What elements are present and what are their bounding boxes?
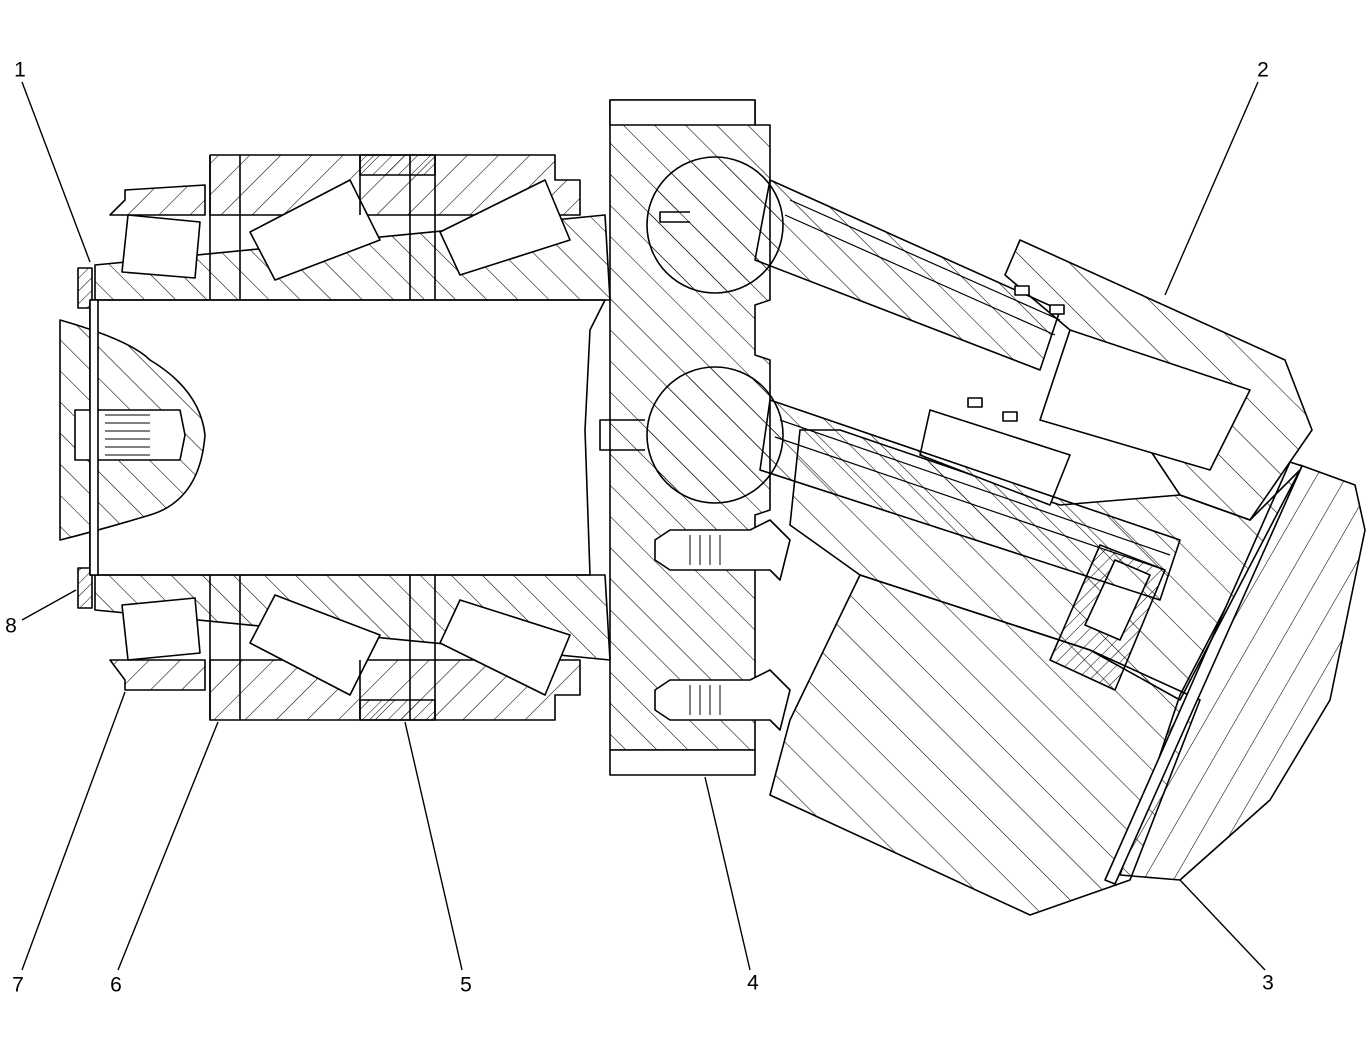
retaining-ring xyxy=(77,267,99,609)
cylinder-block xyxy=(769,239,1366,916)
bearing-assembly-lower xyxy=(94,574,611,721)
callout-8: 8 xyxy=(5,614,17,638)
drive-flange xyxy=(609,99,791,776)
callout-4: 4 xyxy=(747,971,759,995)
leader-lines xyxy=(21,81,1266,971)
main-shaft xyxy=(59,299,606,576)
callout-1: 1 xyxy=(14,58,26,82)
bearing-assembly-upper xyxy=(94,154,611,301)
callout-7: 7 xyxy=(12,973,24,997)
callout-6: 6 xyxy=(110,973,122,997)
callout-2: 2 xyxy=(1257,58,1269,82)
drawing-linework xyxy=(21,81,1366,971)
callout-5: 5 xyxy=(460,973,472,997)
callout-3: 3 xyxy=(1262,971,1274,995)
